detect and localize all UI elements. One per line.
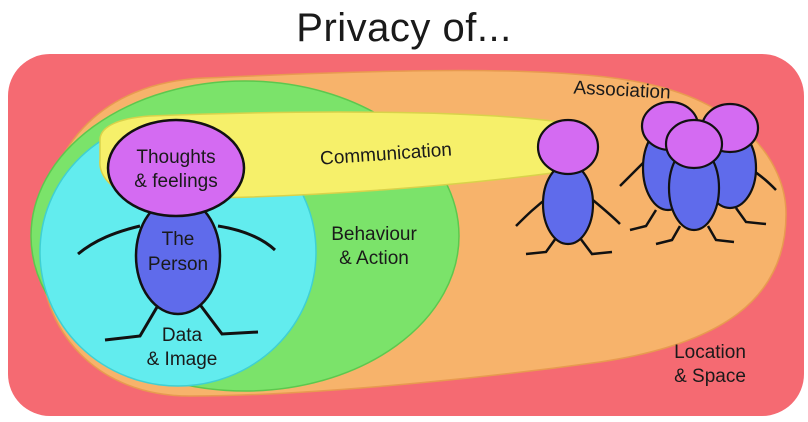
main-person-left-leg: [104, 301, 162, 342]
data-image-label-line2: & Image: [147, 349, 218, 370]
page-title: Privacy of...: [296, 6, 512, 50]
data-image-label-line1: Data: [162, 325, 203, 346]
behaviour-action-label-line1: Behaviour: [331, 224, 417, 245]
single-person-body: [541, 162, 595, 246]
thoughts-feelings-label-line1: Thoughts: [136, 147, 215, 168]
location-space-label-line2: & Space: [674, 366, 746, 387]
location-space-label-line1: Location: [674, 342, 746, 363]
single-person-figure: [515, 118, 621, 256]
group-people-figures: [619, 100, 777, 246]
the-person-label-line2: Person: [148, 254, 208, 275]
main-person-right-arm: [217, 224, 277, 252]
single-person-head: [536, 118, 600, 176]
the-person-label-line1: The: [162, 229, 195, 250]
association-label: Association: [573, 77, 671, 103]
main-person-figure: [77, 118, 277, 342]
main-person-left-arm: [77, 224, 141, 256]
behaviour-action-label-line2: & Action: [339, 248, 409, 269]
group-person-front-head: [664, 118, 724, 170]
thoughts-feelings-label-line2: & feelings: [134, 171, 217, 192]
main-person-head: [106, 118, 246, 218]
main-person-right-leg: [196, 301, 259, 336]
